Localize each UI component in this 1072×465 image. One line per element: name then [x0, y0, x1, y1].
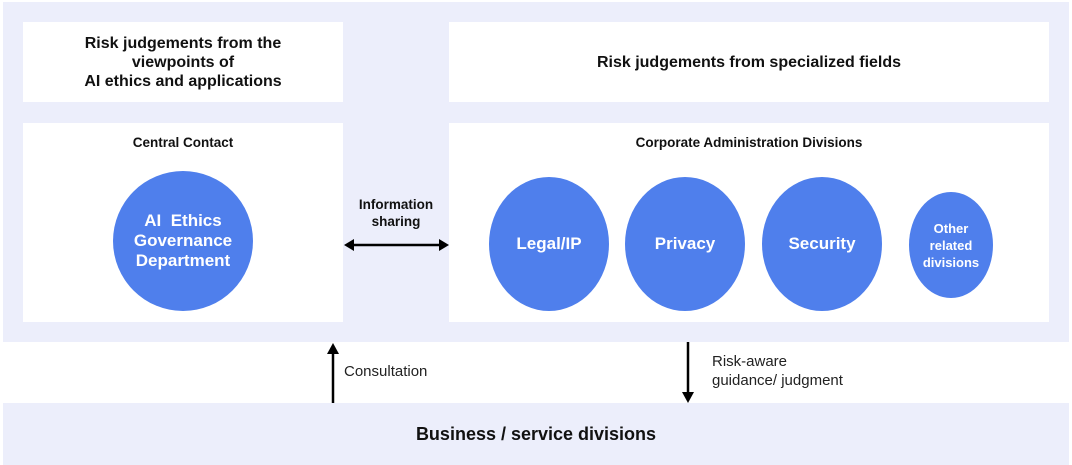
ethics-viewpoint-header: Risk judgements from the viewpoints of A… — [23, 22, 343, 102]
circle-label: Privacy — [654, 234, 716, 253]
corporate-admin-box: Corporate Administration Divisions Legal… — [449, 123, 1049, 322]
specialized-fields-header: Risk judgements from specialized fields — [449, 22, 1049, 102]
ai-ethics-governance-circle: AI Ethics Governance Department — [113, 171, 253, 311]
business-service-divisions: Business / service divisions — [3, 403, 1069, 465]
info-line: sharing — [371, 214, 421, 229]
legal-ip-circle: Legal/IP — [489, 177, 609, 311]
guidance-label: Risk-aware guidance/ judgment — [712, 352, 843, 390]
header-line: viewpoints of — [131, 53, 235, 71]
other-divisions-circle: Other related divisions — [909, 192, 993, 298]
central-contact-title: Central Contact — [132, 135, 234, 150]
header-text: Risk judgements from specialized fields — [596, 53, 902, 71]
business-label: Business / service divisions — [415, 423, 657, 444]
circle-line: Other — [933, 220, 969, 236]
central-contact-box: Central Contact AI Ethics Governance Dep… — [23, 123, 343, 322]
circle-line: AI Ethics — [144, 211, 222, 230]
consultation-arrow — [327, 343, 339, 403]
information-sharing-arrow — [344, 239, 449, 251]
circle-line: divisions — [922, 254, 980, 270]
circle-line: Department — [135, 251, 231, 270]
guidance-line: Risk-aware — [712, 353, 788, 370]
corporate-admin-title: Corporate Administration Divisions — [635, 135, 863, 150]
circle-line: Governance — [133, 231, 233, 250]
guidance-line: guidance/ judgment — [712, 372, 843, 389]
information-sharing-label: Information sharing — [343, 196, 449, 230]
info-line: Information — [358, 197, 434, 212]
circle-line: related — [929, 237, 973, 253]
security-circle: Security — [762, 177, 882, 311]
privacy-circle: Privacy — [625, 177, 745, 311]
circle-label: Legal/IP — [516, 234, 582, 253]
header-line: Risk judgements from the — [84, 34, 282, 52]
header-line: AI ethics and applications — [84, 72, 282, 90]
guidance-arrow — [682, 342, 694, 403]
consultation-label: Consultation — [344, 363, 428, 380]
circle-label: Security — [788, 234, 856, 253]
